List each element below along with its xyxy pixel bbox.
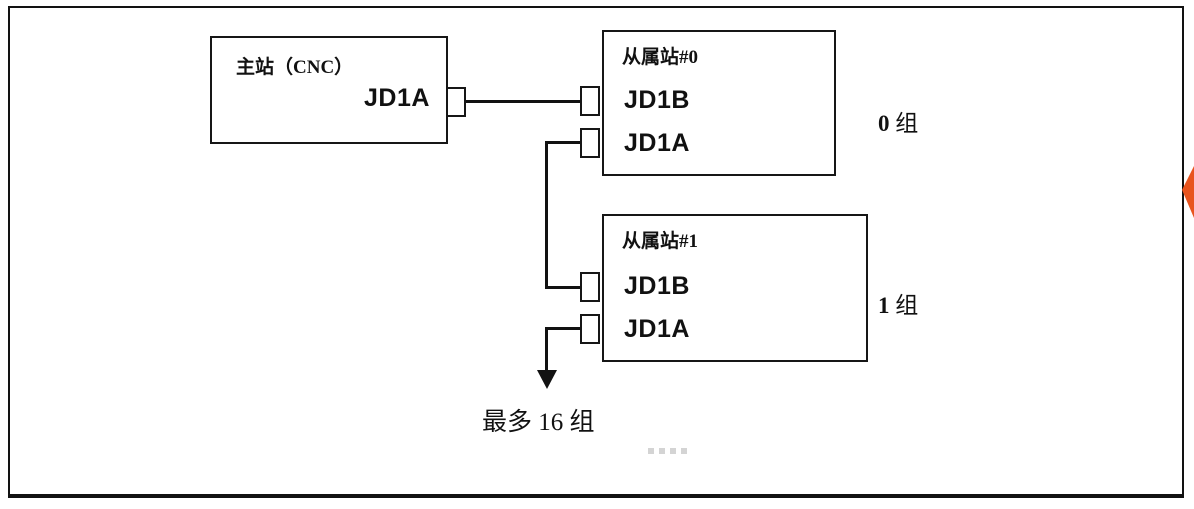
continuation-arrow-icon [537,370,557,389]
master-jd1a-connector [446,87,466,117]
slave0-title: 从属站#0 [622,47,699,68]
wire-continuation-vertical [545,327,548,372]
wire-slave0-jd1a-out [545,141,580,144]
group0-unit: 组 [895,111,919,136]
max-groups-note: 最多 16 组 [482,409,595,436]
slave0-port-jd1a-label: JD1A [624,129,690,157]
slave0-jd1a-connector [580,128,600,158]
slave1-jd1a-connector [580,314,600,344]
slave1-box: 从属站#1 JD1B JD1A [602,214,868,362]
master-station-box: 主站（CNC） JD1A [210,36,448,144]
slave1-port-jd1b-label: JD1B [624,272,690,300]
master-station-title: 主站（CNC） [236,57,354,78]
group0-label: 0 组 [878,104,918,138]
slave0-jd1b-connector [580,86,600,116]
wire-slave1-jd1a-out [545,327,580,330]
group1-unit: 组 [895,293,919,318]
group0-number: 0 [878,111,890,136]
slave1-title: 从属站#1 [622,231,699,252]
wire-slave1-jd1b-in [545,286,580,289]
slave1-jd1b-connector [580,272,600,302]
orange-edge-marker-icon [1182,166,1194,218]
diagram-frame [8,6,1184,498]
wire-master-to-slave0 [466,100,580,103]
slave0-box: 从属站#0 JD1B JD1A [602,30,836,176]
group1-number: 1 [878,293,890,318]
master-port-jd1a-label: JD1A [364,84,430,112]
group1-label: 1 组 [878,286,918,320]
print-smudge-artifact [648,448,688,454]
slave0-port-jd1b-label: JD1B [624,86,690,114]
slave1-port-jd1a-label: JD1A [624,315,690,343]
wire-slave0-to-slave1-vertical [545,141,548,289]
